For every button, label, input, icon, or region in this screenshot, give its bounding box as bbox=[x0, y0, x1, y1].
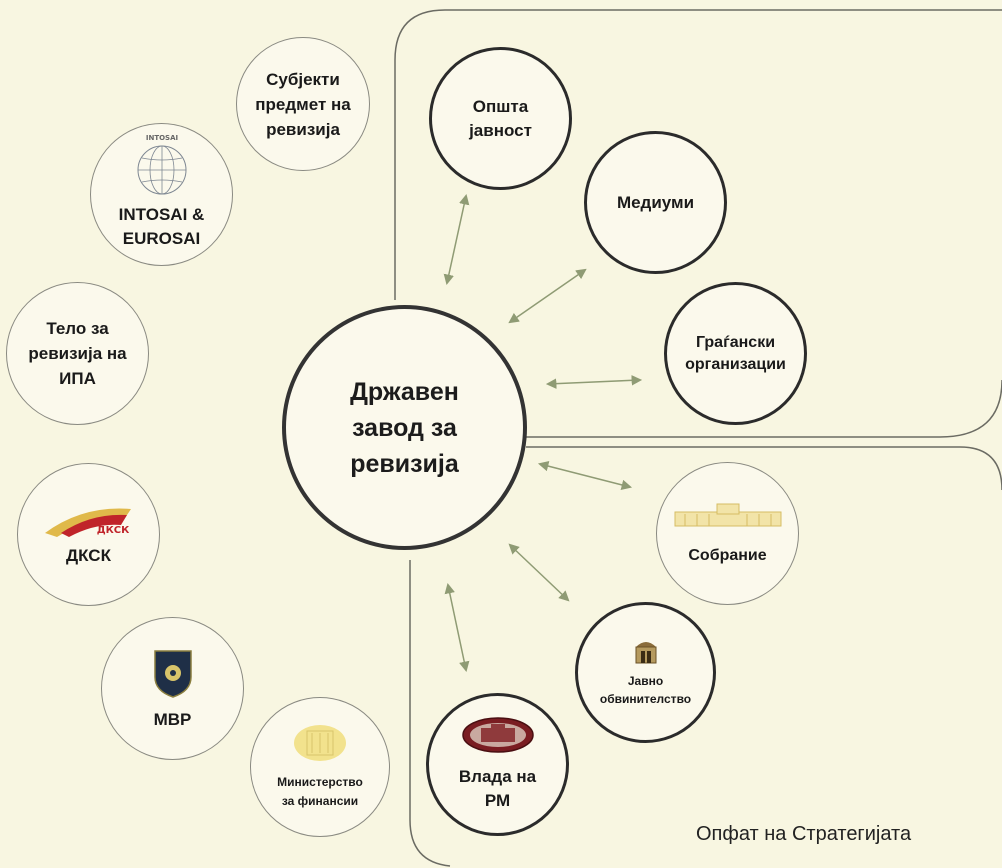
node-mvr: МВР bbox=[101, 617, 244, 760]
arrow-to-javno bbox=[508, 543, 570, 602]
node-dksk: ДКСК ДКСК bbox=[17, 463, 160, 606]
dksk-logo-text: ДКСК bbox=[96, 525, 129, 536]
node-javno: Јавно обвинителство bbox=[575, 602, 716, 743]
arrow-to-vlada bbox=[444, 582, 470, 673]
node-telo-label: Тело за ревизија на ИПА bbox=[28, 319, 127, 388]
node-vlada-label: Влада на РМ bbox=[458, 767, 537, 810]
node-intosai: INTOSAI INTOSAI & EUROSAI bbox=[90, 123, 233, 266]
node-minfin: Министерство за финансии bbox=[250, 697, 390, 837]
node-vlada: Влада на РМ bbox=[426, 693, 569, 836]
node-gragjanski-label: Граѓански организации bbox=[685, 333, 786, 373]
node-telo: Тело за ревизија на ИПА bbox=[6, 282, 149, 425]
ministry-seal-icon bbox=[290, 723, 350, 769]
globe-icon: INTOSAI bbox=[132, 132, 192, 205]
node-mediumi: Медиуми bbox=[584, 131, 727, 274]
arrow-to-sobranie bbox=[537, 460, 633, 491]
node-minfin-label: Министерство за финансии bbox=[277, 775, 363, 808]
node-mediumi-label: Медиуми bbox=[616, 192, 695, 212]
arrow-to-mediumi bbox=[508, 268, 587, 324]
parliament-building-icon bbox=[673, 502, 783, 533]
police-badge-icon bbox=[153, 647, 193, 704]
node-sobranie: Собрание bbox=[656, 462, 799, 605]
government-building-icon bbox=[461, 716, 535, 761]
arrow-to-opsta bbox=[443, 193, 470, 286]
node-subjekti-label: Субјекти предмет на ревизија bbox=[255, 69, 351, 139]
node-subjekti: Субјекти предмет на ревизија bbox=[236, 37, 370, 171]
node-dksk-label: ДКСК bbox=[66, 546, 111, 565]
node-center-label: Државен завод за ревизија bbox=[350, 377, 459, 478]
dksk-logo: ДКСК bbox=[43, 503, 135, 544]
upper-region-boundary bbox=[394, 9, 1002, 438]
node-javno-label: Јавно обвинителство bbox=[599, 674, 692, 706]
arrow-to-gragjanski bbox=[545, 375, 643, 389]
strategy-scope-caption: Опфат на Стратегијата bbox=[696, 823, 912, 845]
node-gragjanski: Граѓански организации bbox=[664, 282, 807, 425]
node-center: Државен завод за ревизија bbox=[282, 305, 527, 550]
globe-icon-text: INTOSAI bbox=[145, 134, 177, 142]
node-opsta-label: Општа јавност bbox=[469, 96, 532, 140]
node-opsta: Општа јавност bbox=[429, 47, 572, 190]
node-sobranie-label: Собрание bbox=[688, 547, 767, 564]
node-mvr-label: МВР bbox=[153, 710, 192, 729]
node-intosai-label: INTOSAI & EUROSAI bbox=[118, 205, 205, 248]
prosecutor-building-icon bbox=[632, 637, 660, 670]
lower-region-boundary bbox=[409, 446, 1002, 867]
